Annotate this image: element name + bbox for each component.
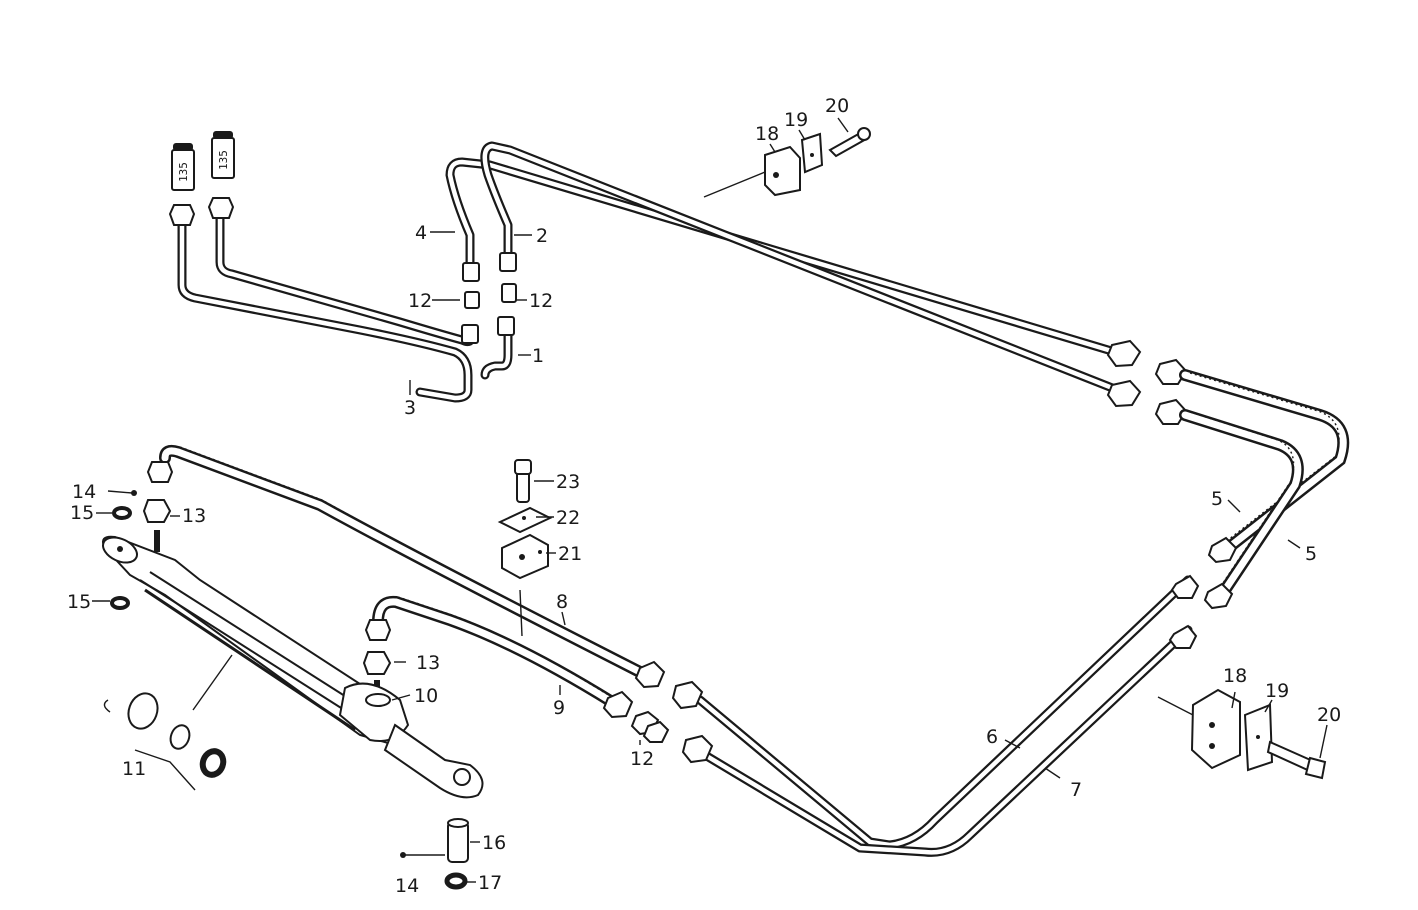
callout-13-center: 13	[416, 652, 440, 674]
fittings-upper-12	[461, 252, 517, 344]
callout-5-lower: 5	[1305, 543, 1317, 565]
callout-16: 16	[482, 832, 506, 854]
clamp-lower-right	[1157, 688, 1327, 780]
hydraulic-cylinder	[102, 535, 484, 799]
callout-14-upper: 14	[72, 481, 96, 503]
callout-12-upper-left: 12	[408, 290, 432, 312]
callout-numbers: 1 2 3 4 5 5 6 7 8 9 10 11 12 12 12 13 13…	[67, 95, 1341, 897]
callout-9: 9	[553, 697, 565, 719]
plug-tag-left: 135	[177, 162, 190, 182]
callout-2: 2	[536, 225, 548, 247]
callout-4: 4	[415, 222, 427, 244]
callout-20-upper: 20	[825, 95, 849, 117]
plug-tag-right: 135	[217, 150, 230, 170]
callout-8: 8	[556, 591, 568, 613]
clamp-center	[497, 459, 553, 637]
callout-leaders	[92, 117, 1328, 883]
right-hose-and-pipe-group	[695, 369, 1350, 857]
seal-kit	[103, 654, 233, 791]
clevis-pin	[107, 490, 469, 890]
callout-22: 22	[556, 507, 580, 529]
callout-3: 3	[404, 397, 416, 419]
callout-17: 17	[478, 872, 502, 894]
pipe-end-fittings-upper-right	[1106, 339, 1188, 425]
upper-pipe-assembly: 135 135	[168, 131, 1188, 425]
callout-21: 21	[558, 543, 582, 565]
callout-15-upper: 15	[70, 502, 94, 524]
callout-13-left: 13	[182, 505, 206, 527]
clamp-upper	[703, 127, 871, 198]
callout-5-upper: 5	[1211, 488, 1223, 510]
callout-7: 7	[1070, 779, 1082, 801]
plug-135-right: 135	[207, 131, 235, 219]
lower-hose-group	[142, 444, 714, 764]
callout-1: 1	[532, 345, 544, 367]
callout-18-upper: 18	[755, 123, 779, 145]
callout-15-lower: 15	[67, 591, 91, 613]
callout-23: 23	[556, 471, 580, 493]
callout-6: 6	[986, 726, 998, 748]
callout-20-lower: 20	[1317, 704, 1341, 726]
callout-12-lower: 12	[630, 748, 654, 770]
callout-11: 11	[122, 758, 146, 780]
callout-14-lower: 14	[395, 875, 419, 897]
callout-12-upper-right: 12	[529, 290, 553, 312]
callout-10: 10	[414, 685, 438, 707]
callout-19-upper: 19	[784, 109, 808, 131]
callout-18-lower: 18	[1223, 665, 1247, 687]
callout-19-lower: 19	[1265, 680, 1289, 702]
plug-135-left: 135	[168, 143, 196, 226]
